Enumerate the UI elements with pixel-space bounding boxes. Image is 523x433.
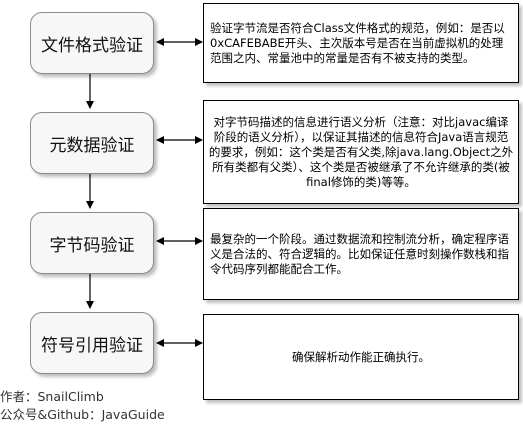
step-bytecode: 字节码验证 (30, 212, 154, 274)
step-label: 文件格式验证 (41, 35, 143, 56)
description-text: 确保解析动作能正确执行。 (292, 349, 430, 364)
step-label: 字节码验证 (49, 235, 135, 256)
step-metadata: 元数据验证 (30, 112, 154, 174)
description-bytecode: 最复杂的一个阶段。通过数据流和控制流分析，确定程序语义是合法的、符合逻辑的。比如… (203, 208, 519, 300)
step-symbol-reference: 符号引用验证 (30, 312, 154, 374)
description-text: 验证字节流是否符合Class文件格式的规范，例如：是否以0xCAFEBABE开头… (210, 20, 505, 65)
description-text: 对字节码描述的信息进行语义分析（注意：对比javac编译阶段的语义分析），以保证… (208, 114, 514, 189)
step-file-format: 文件格式验证 (30, 12, 154, 74)
author-credit: 作者：SnailClimb (0, 389, 104, 404)
description-metadata: 对字节码描述的信息进行语义分析（注意：对比javac编译阶段的语义分析），以保证… (203, 100, 519, 204)
step-label: 符号引用验证 (41, 335, 143, 356)
step-label: 元数据验证 (49, 135, 135, 156)
description-symbol-reference: 确保解析动作能正确执行。 (203, 314, 519, 400)
description-file-format: 验证字节流是否符合Class文件格式的规范，例如：是否以0xCAFEBABE开头… (203, 3, 519, 83)
description-text: 最复杂的一个阶段。通过数据流和控制流分析，确定程序语义是合法的、符合逻辑的。比如… (210, 231, 509, 276)
account-credit: 公众号&Github：JavaGuide (0, 407, 165, 422)
